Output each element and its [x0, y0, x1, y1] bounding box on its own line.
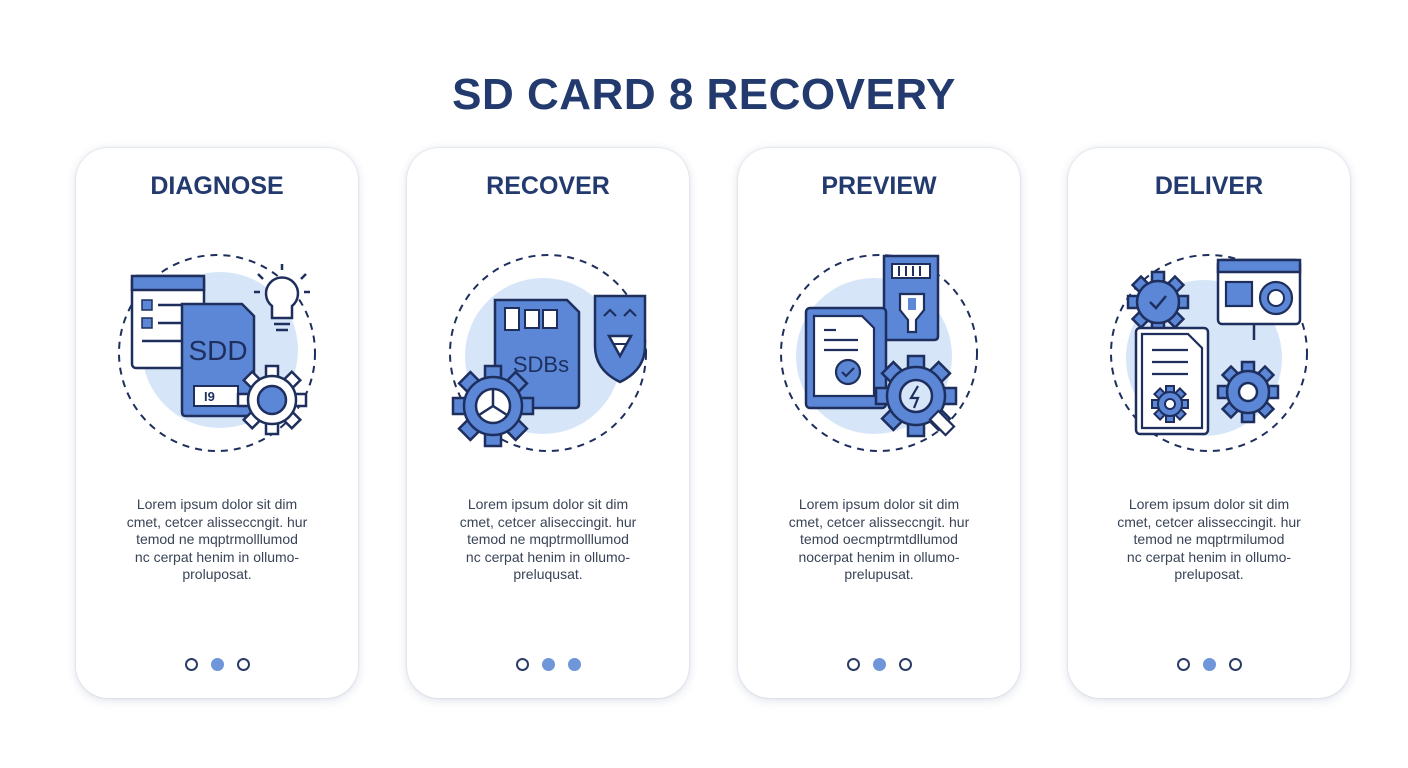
card-title: PREVIEW	[821, 172, 937, 200]
pagination-dot[interactable]	[515, 658, 529, 671]
sd-tag: I9	[204, 389, 215, 404]
pagination-dot[interactable]	[236, 658, 250, 671]
pagination-dot-active[interactable]	[567, 658, 581, 671]
sd-card-diagnose-icon: SDD I9	[118, 254, 316, 452]
card-recover[interactable]: RECOVER SDBs	[407, 148, 689, 698]
pagination-dots	[1068, 658, 1350, 671]
card-title: DELIVER	[1154, 172, 1264, 200]
pagination-dot[interactable]	[1176, 658, 1190, 671]
deliver-documents-icon	[1110, 254, 1308, 452]
pagination-dot[interactable]	[846, 658, 860, 671]
card-preview[interactable]: PREVIEW	[738, 148, 1020, 698]
pagination-dot[interactable]	[898, 658, 912, 671]
card-title: DIAGNOSE	[150, 172, 284, 200]
card-description: Lorem ipsum dolor sit dim cmet, cetcer a…	[459, 496, 637, 582]
card-description: Lorem ipsum dolor sit dim cmet, cetcer a…	[1117, 496, 1301, 582]
sd-card-preview-icon	[780, 254, 978, 452]
card-deliver[interactable]: DELIVER	[1068, 148, 1350, 698]
pagination-dots	[76, 658, 358, 671]
pagination-dot-active[interactable]	[210, 658, 224, 671]
card-title: RECOVER	[486, 172, 610, 200]
pagination-dot-active[interactable]	[1202, 658, 1216, 671]
pagination-dots	[407, 658, 689, 671]
card-description: Lorem ipsum dolor sit dim cmet, cetcer a…	[126, 496, 308, 582]
pagination-dot-active[interactable]	[872, 658, 886, 671]
card-description: Lorem ipsum dolor sit dim cmet, cetcer a…	[788, 496, 970, 582]
sd-label: SDD	[188, 335, 247, 366]
sd-card-recover-icon: SDBs	[449, 254, 647, 452]
pagination-dots	[738, 658, 1020, 671]
pagination-dot-active[interactable]	[541, 658, 555, 671]
pagination-dot[interactable]	[184, 658, 198, 671]
pagination-dot[interactable]	[1228, 658, 1242, 671]
page-title: SD CARD 8 RECOVERY	[452, 70, 956, 119]
sd-label: SDBs	[513, 352, 569, 377]
card-diagnose[interactable]: DIAGNOSE SDD I9	[76, 148, 358, 698]
